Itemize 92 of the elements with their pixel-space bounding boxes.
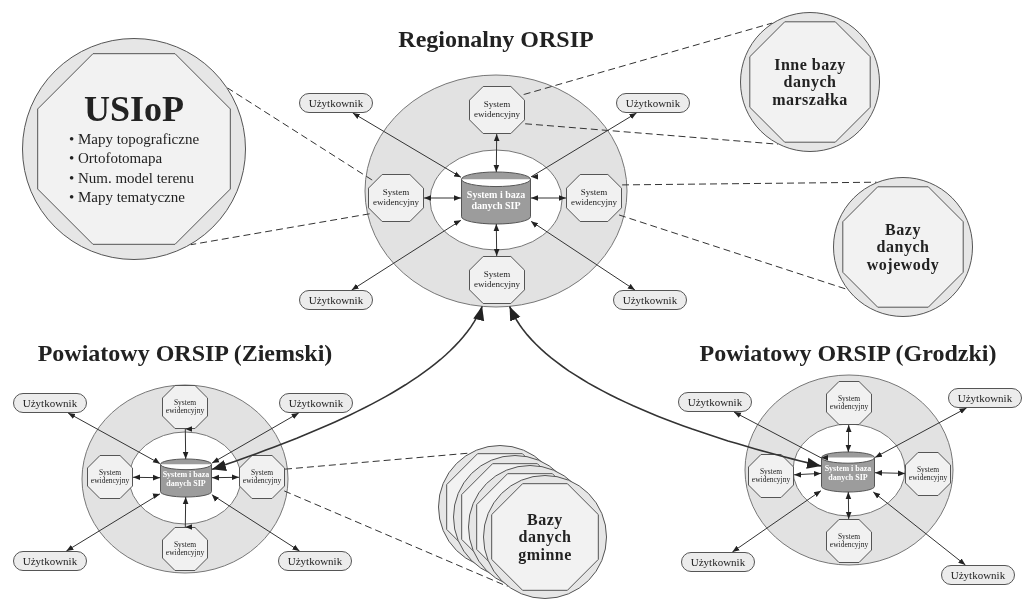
node-label: System ewidencyjny <box>473 100 521 120</box>
dashed-line <box>284 452 470 470</box>
node-label: System i baza danych SIP <box>465 189 527 211</box>
node-label: Inne bazy danych marszałka <box>771 55 849 109</box>
arrow <box>65 493 161 552</box>
user-node <box>278 551 352 571</box>
arrow <box>872 491 966 566</box>
user-node <box>299 93 373 113</box>
system-octagon <box>566 174 622 222</box>
node-label: Użytkownik <box>288 396 344 410</box>
user-node <box>613 290 687 310</box>
database-cylinder <box>461 172 531 224</box>
node-label: System ewidencyjny <box>473 270 521 290</box>
arrow <box>211 305 485 471</box>
ring-title: Powiatowy ORSIP (Ziemski) <box>36 340 334 367</box>
node-label: System ewidencyjny <box>372 188 420 208</box>
arrow <box>132 474 161 481</box>
user-node <box>948 388 1022 408</box>
heading: USIoP <box>84 90 184 130</box>
dashed-line <box>227 87 373 181</box>
node-label: Użytkownik <box>308 293 364 307</box>
list-item: • Mapy topograficzne <box>68 129 200 149</box>
ring-title: Powiatowy ORSIP (Grodzki) <box>698 340 998 367</box>
arrow <box>793 470 822 478</box>
arrow <box>423 195 462 201</box>
node-label: Użytkownik <box>287 554 343 568</box>
arrow <box>351 219 462 291</box>
database-circle <box>833 177 973 317</box>
node-label: Bazy danych gminne <box>517 510 573 564</box>
ring-title: Regionalny ORSIP <box>397 26 595 53</box>
system-octagon <box>87 455 133 499</box>
dashed-line <box>190 213 371 246</box>
arrow <box>845 424 852 453</box>
user-node <box>13 393 87 413</box>
list-item: • Ortofotomapa <box>68 149 164 169</box>
dashed-line <box>621 181 877 186</box>
arrow <box>530 220 636 291</box>
user-node <box>681 552 755 572</box>
user-node <box>616 93 690 113</box>
system-octagon <box>905 452 951 496</box>
dashed-line <box>618 214 848 290</box>
arrow <box>874 470 906 477</box>
system-octagon <box>826 519 872 563</box>
database-circle <box>740 12 880 152</box>
user-node <box>941 565 1015 585</box>
arrow <box>493 133 500 173</box>
node-label: Użytkownik <box>950 568 1006 582</box>
node-label: Użytkownik <box>622 293 678 307</box>
arrow <box>211 474 240 481</box>
arrow <box>67 412 161 465</box>
user-node <box>299 290 373 310</box>
system-octagon <box>748 454 794 498</box>
node-label: Bazy danych wojewody <box>865 220 941 274</box>
list-item: • Mapy tematyczne <box>68 188 186 208</box>
database-circle <box>22 38 246 260</box>
arrow <box>530 112 637 180</box>
node-label: Użytkownik <box>625 96 681 110</box>
arrow <box>352 112 462 178</box>
system-octagon <box>826 381 872 425</box>
node-label: Użytkownik <box>22 554 78 568</box>
arrow <box>508 305 822 469</box>
node-label: Użytkownik <box>687 395 743 409</box>
system-octagon <box>368 174 424 222</box>
dashed-line <box>523 22 773 95</box>
node-label: Użytkownik <box>957 391 1013 405</box>
arrow <box>211 494 300 552</box>
arrow <box>731 490 822 553</box>
arrow <box>874 407 967 458</box>
user-node <box>678 392 752 412</box>
dashed-line <box>524 123 779 145</box>
user-node <box>13 551 87 571</box>
node-label: Użytkownik <box>308 96 364 110</box>
node-label: Użytkownik <box>22 396 78 410</box>
arrow <box>845 491 852 520</box>
list-item: • Num. model terenu <box>68 168 196 188</box>
system-octagon <box>469 86 525 134</box>
system-octagon <box>162 385 208 429</box>
node-label: System i baza danych SIP <box>823 465 873 483</box>
arrow <box>530 195 567 201</box>
node-label: System i baza danych SIP <box>161 471 211 489</box>
system-octagon <box>162 527 208 571</box>
arrow <box>211 412 300 464</box>
user-node <box>279 393 353 413</box>
node-label: Użytkownik <box>690 555 746 569</box>
database-circle-stack <box>438 445 607 599</box>
arrow <box>182 496 189 528</box>
system-octagon <box>469 256 525 304</box>
node-label: System ewidencyjny <box>570 188 618 208</box>
arrow <box>182 428 189 460</box>
arrow <box>493 223 500 257</box>
system-octagon <box>239 455 285 499</box>
dashed-line <box>283 490 508 587</box>
